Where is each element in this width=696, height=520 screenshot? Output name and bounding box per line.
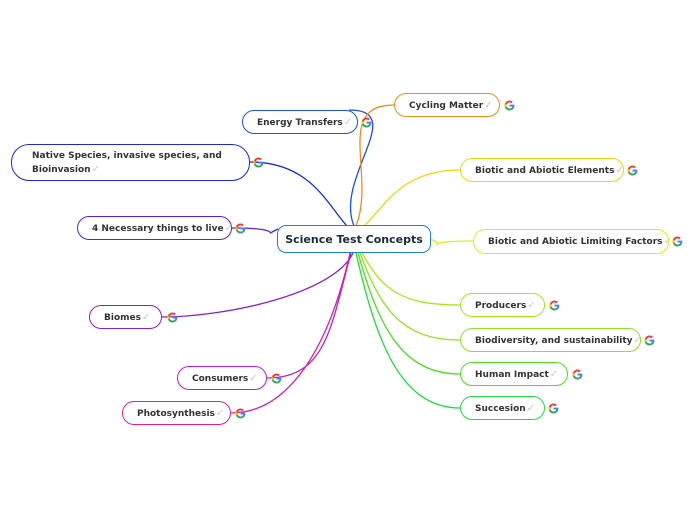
topic-node-producers[interactable]: Producers✓ [460, 293, 545, 317]
topic-node-biotic-abiotic-limiting[interactable]: Biotic and Abiotic Limiting Factors✓ [473, 229, 672, 254]
topic-label: Biomes✓ [104, 311, 151, 323]
topic-label: Biotic and Abiotic Limiting Factors✓ [488, 236, 672, 247]
topic-node-biodiversity[interactable]: Biodiversity, and sustainability✓ [460, 328, 642, 352]
checkmark-icon: ✓ [215, 407, 225, 419]
connector-biotic-abiotic-limiting [430, 238, 474, 246]
central-topic[interactable]: Science Test Concepts [277, 225, 431, 253]
topic-node-native-species[interactable]: Native Species, invasive species, and Bi… [11, 144, 250, 181]
connector-consumers [266, 252, 352, 379]
topic-label: Consumers✓ [192, 372, 258, 384]
topic-node-biomes[interactable]: Biomes✓ [89, 305, 162, 329]
google-search-icon[interactable] [671, 236, 683, 247]
topic-node-consumers[interactable]: Consumers✓ [177, 366, 267, 390]
topic-node-4-necessary-things[interactable]: 4 Necessary things to live✓ [77, 216, 233, 240]
checkmark-icon: ✓ [526, 402, 536, 414]
google-search-icon[interactable] [571, 369, 583, 380]
checkmark-icon: ✓ [615, 164, 624, 176]
connector-native-species [249, 161, 348, 227]
topic-node-photosynthesis[interactable]: Photosynthesis✓ [122, 401, 231, 425]
google-search-icon[interactable] [503, 100, 515, 111]
checkmark-icon: ✓ [527, 299, 536, 311]
google-search-icon[interactable] [166, 312, 178, 323]
google-search-icon[interactable] [643, 335, 655, 346]
google-search-icon[interactable] [360, 117, 372, 128]
topic-node-human-impact[interactable]: Human Impact✓ [460, 362, 568, 386]
connector-photosynthesis [230, 252, 351, 414]
topic-label: Succesion✓ [475, 402, 536, 414]
topic-label: Photosynthesis✓ [137, 407, 225, 419]
connector-succesion [355, 252, 461, 409]
topic-label: Native Species, invasive species, and Bi… [32, 150, 222, 175]
checkmark-icon: ✓ [484, 99, 493, 111]
connector-biodiversity [359, 252, 461, 341]
google-search-icon[interactable] [252, 157, 264, 168]
connector-producers [361, 252, 461, 306]
google-search-icon[interactable] [234, 408, 246, 419]
topic-label: Biotic and Abiotic Elements✓ [475, 164, 624, 176]
connector-biomes [161, 252, 354, 318]
topic-label: Energy Transfers✓ [257, 116, 353, 128]
connector-biotic-abiotic-elements [363, 169, 461, 227]
checkmark-icon: ✓ [91, 163, 100, 175]
checkmark-icon: ✓ [549, 368, 559, 380]
central-topic-label: Science Test Concepts [285, 232, 423, 246]
google-search-icon[interactable] [547, 403, 559, 414]
checkmark-icon: ✓ [633, 334, 642, 346]
connector-energy-transfers [348, 109, 374, 227]
checkmark-icon: ✓ [224, 222, 233, 234]
topic-node-cycling-matter[interactable]: Cycling Matter✓ [394, 93, 500, 117]
checkmark-icon: ✓ [249, 372, 258, 384]
topic-label: Biodiversity, and sustainability✓ [475, 334, 642, 346]
google-search-icon[interactable] [626, 165, 638, 176]
topic-node-succesion[interactable]: Succesion✓ [460, 396, 545, 420]
topic-node-energy-transfers[interactable]: Energy Transfers✓ [242, 110, 358, 134]
connector-human-impact [357, 252, 461, 375]
checkmark-icon: ✓ [663, 236, 672, 247]
google-search-icon[interactable] [270, 373, 282, 384]
google-search-icon[interactable] [548, 300, 560, 311]
topic-label: Human Impact✓ [475, 368, 559, 380]
checkmark-icon: ✓ [141, 311, 151, 323]
topic-label: Cycling Matter✓ [409, 99, 493, 111]
topic-label: 4 Necessary things to live✓ [92, 222, 233, 234]
connector-cycling-matter [355, 104, 395, 227]
checkmark-icon: ✓ [343, 116, 353, 128]
google-search-icon[interactable] [234, 223, 246, 234]
topic-label: Producers✓ [475, 299, 536, 311]
topic-node-biotic-abiotic-elements[interactable]: Biotic and Abiotic Elements✓ [460, 158, 624, 182]
connector-4-necessary-things [231, 227, 279, 234]
